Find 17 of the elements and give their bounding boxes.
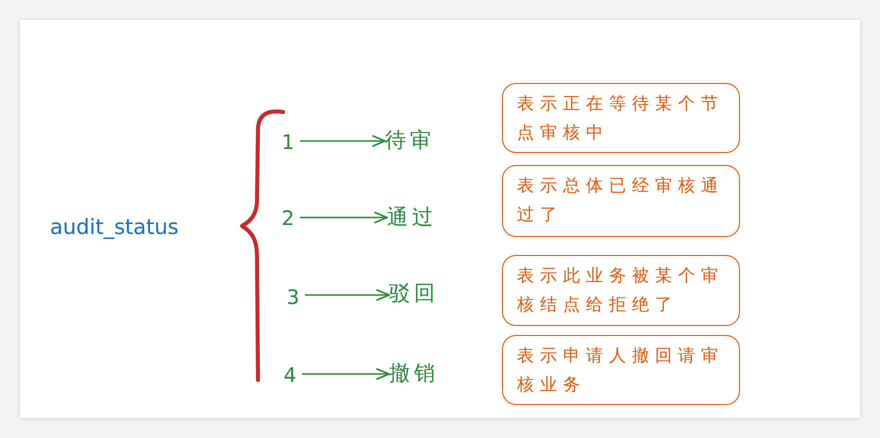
status-number: 1	[276, 127, 300, 157]
status-number: 4	[278, 360, 302, 390]
status-label: 待审	[385, 125, 443, 155]
description-box: 表示总体已经审核通过了	[502, 165, 740, 237]
description-box: 表示申请人撤回请审核业务	[502, 335, 740, 405]
status-number: 2	[276, 203, 300, 233]
arrow	[305, 289, 390, 301]
arrow	[302, 368, 390, 380]
arrow	[300, 212, 388, 224]
description-box: 表示此业务被某个审核结点给拒绝了	[502, 255, 740, 326]
status-label: 通过	[387, 202, 445, 232]
status-label: 撤销	[389, 358, 447, 388]
status-number: 3	[281, 282, 305, 312]
arrow	[300, 135, 386, 147]
status-label: 驳回	[389, 278, 447, 308]
field-name-label: audit_status	[50, 214, 179, 241]
description-box: 表示正在等待某个节点审核中	[502, 83, 740, 153]
